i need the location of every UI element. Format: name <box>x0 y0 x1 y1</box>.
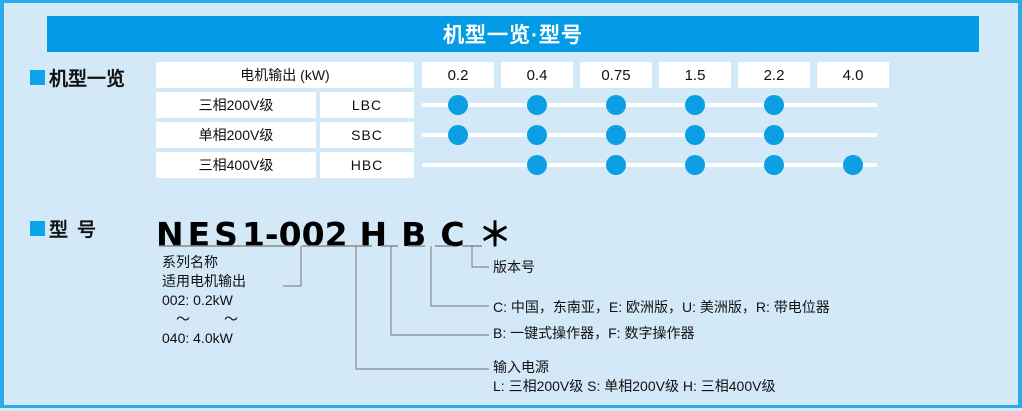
availability-dot <box>527 95 547 115</box>
table-header-rating: 2.2 <box>738 62 810 88</box>
square-bullet-icon <box>30 221 45 236</box>
availability-dot <box>606 95 626 115</box>
table-header-motor-output: 电机输出 (kW) <box>156 62 414 88</box>
section-label-model-number-text-1: 型 <box>49 220 78 241</box>
legend-motor-output: 适用电机输出 <box>162 273 246 289</box>
availability-dot <box>685 125 705 145</box>
model-number-0a: 0 <box>278 215 302 254</box>
model-number-h: H <box>359 215 388 254</box>
availability-dot <box>685 155 705 175</box>
section-label-models-text: 机型一览 <box>49 69 126 90</box>
model-number-e: E <box>187 215 211 254</box>
row-track-line <box>422 103 877 107</box>
availability-dot <box>527 125 547 145</box>
table-row-code: HBC <box>320 152 414 178</box>
annotation-power: 输入电源 L: 三相200V级 S: 单相200V级 H: 三相400V级 <box>493 358 775 396</box>
table-row-code: SBC <box>320 122 414 148</box>
section-label-model-number: 型 号 <box>30 215 96 242</box>
model-number-asterisk: ＊ <box>478 215 512 254</box>
model-number-2: 2 <box>324 215 348 254</box>
table-row-voltage: 单相200V级 <box>156 122 316 148</box>
legend-tilde-left: ～ <box>176 311 190 327</box>
legend-range-min: 002: 0.2kW <box>162 292 233 308</box>
availability-dot <box>606 125 626 145</box>
row-track-line <box>422 133 877 137</box>
annotation-version: 版本号 <box>493 259 535 275</box>
page-title-bar: 机型一览·型号 <box>47 16 979 52</box>
legend-tilde-right: ～ <box>224 311 238 327</box>
availability-dot <box>527 155 547 175</box>
table-header-rating: 0.2 <box>422 62 494 88</box>
model-number-n: N <box>156 215 184 254</box>
table-header-rating: 4.0 <box>817 62 889 88</box>
page-title: 机型一览·型号 <box>443 24 583 47</box>
model-number-0b: 0 <box>301 215 325 254</box>
legend-range-max: 040: 4.0kW <box>162 330 233 346</box>
model-lineup-table: 电机输出 (kW) 0.2 0.4 0.75 1.5 2.2 4.0 三相200… <box>156 62 986 179</box>
model-number-s: S <box>214 215 238 254</box>
model-number-legend: 系列名称 适用电机输出 002: 0.2kW ～～ 040: 4.0kW <box>162 253 272 348</box>
availability-dot <box>606 155 626 175</box>
availability-dot <box>764 155 784 175</box>
annotation-power-title: 输入电源 <box>493 359 549 375</box>
row-track-line <box>422 163 877 167</box>
section-label-model-number-text-2: 号 <box>77 220 97 241</box>
square-bullet-icon <box>30 70 45 85</box>
annotation-power-detail: L: 三相200V级 S: 单相200V级 H: 三相400V级 <box>493 378 776 394</box>
availability-dot <box>764 125 784 145</box>
model-number-b: B <box>401 215 427 254</box>
annotation-region: C: 中国，东南亚，E: 欧洲版，U: 美洲版，R: 带电位器 <box>493 299 830 315</box>
model-number-dash: - <box>264 215 279 254</box>
legend-series-name: 系列名称 <box>162 254 218 270</box>
legend-tilde-row: ～～ <box>162 310 272 329</box>
table-row-code: LBC <box>320 92 414 118</box>
table-header-rating: 0.4 <box>501 62 573 88</box>
table-header-rating: 0.75 <box>580 62 652 88</box>
availability-dot <box>685 95 705 115</box>
availability-dot <box>764 95 784 115</box>
table-row-voltage: 三相400V级 <box>156 152 316 178</box>
availability-dot <box>843 155 863 175</box>
table-row-voltage: 三相200V级 <box>156 92 316 118</box>
model-number-1: 1 <box>241 215 265 254</box>
annotation-operator: B: 一键式操作器，F: 数字操作器 <box>493 325 695 341</box>
availability-dot <box>448 95 468 115</box>
availability-dot <box>448 125 468 145</box>
table-header-rating: 1.5 <box>659 62 731 88</box>
section-label-models: 机型一览 <box>30 64 125 91</box>
model-number-c: C <box>440 215 465 254</box>
